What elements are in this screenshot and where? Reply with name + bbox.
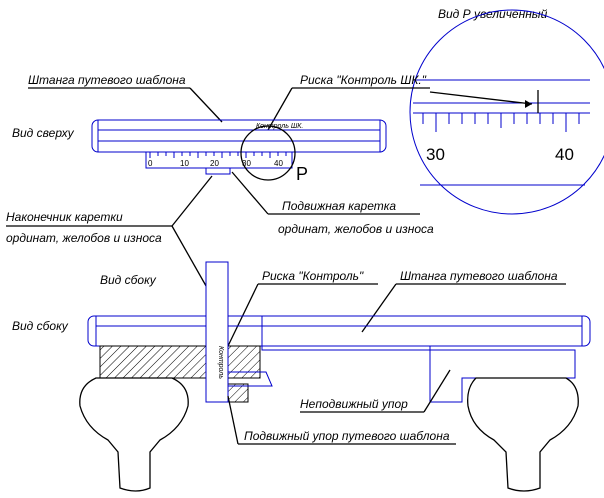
right-rail	[467, 377, 579, 492]
tip-callout: Наконечник каретки ординат, желобов и из…	[6, 175, 215, 301]
scale-tick-10: 10	[180, 159, 189, 168]
scale-tick-0: 0	[148, 159, 153, 168]
rod-side-label: Штанга путевого шаблона	[400, 269, 558, 283]
rod-top-leader	[189, 87, 223, 123]
fixed-stop-leader	[423, 369, 451, 413]
carriage-label-line1: Подвижная каретка	[282, 199, 396, 213]
carriage-label-line2: ординат, желобов и износа	[278, 222, 434, 236]
tip-leader-up	[171, 175, 213, 227]
magnified-leader	[429, 91, 533, 105]
carriage-foot	[227, 371, 273, 387]
scale-tick-20: 20	[210, 159, 219, 168]
carriage-scale-ticks	[149, 152, 287, 158]
mark-control-shk-leader	[267, 87, 293, 131]
rod-mark-text: Контроль ШК.	[256, 123, 303, 130]
magnified-view: Вид Р увеличенный 30 40	[409, 7, 604, 215]
rod-side-leader	[361, 283, 397, 333]
mark-control-label: Риска "Контроль"	[262, 269, 364, 283]
magnified-leader-arrow	[525, 100, 532, 108]
callout-p: Р	[296, 164, 308, 184]
scale-tick-30: 30	[242, 159, 251, 168]
carriage-leader	[231, 171, 269, 215]
magnified-circle	[409, 9, 604, 215]
magnified-tick-40: 40	[555, 145, 574, 164]
hatched-base	[99, 345, 261, 379]
magnified-ticks	[422, 113, 580, 132]
magnified-tick-30: 30	[426, 145, 445, 164]
view-p-magnified-label: Вид Р увеличенный	[438, 7, 548, 21]
vertical-control-text: Контроль	[217, 346, 224, 379]
top-view: Штанга путевого шаблона Риска "Контроль …	[12, 73, 533, 236]
rod-side	[87, 315, 591, 347]
fixed-stop	[261, 346, 576, 403]
rod-top-label: Штанга путевого шаблона	[28, 73, 186, 87]
tip-label-line1: Наконечник каретки	[6, 210, 123, 224]
detail-circle-p	[240, 125, 296, 181]
carriage-tip-top	[205, 167, 231, 175]
carriage-vertical	[205, 261, 229, 403]
view-side-top-label: Вид сбоку	[100, 273, 157, 287]
mark-control-leader	[227, 283, 259, 347]
view-top-label: Вид сверху	[12, 126, 75, 140]
mark-control-shk-label: Риска "Контроль ШК."	[300, 73, 427, 87]
movable-stop-label: Подвижный упор путевого шаблона	[244, 429, 450, 443]
side-view: Вид сбоку Риска "Контроль" Штанга путево…	[12, 261, 591, 492]
left-rail	[79, 377, 189, 492]
fixed-stop-label: Неподвижный упор	[300, 397, 408, 411]
view-side-label: Вид сбоку	[12, 319, 69, 333]
rod-top	[91, 119, 387, 153]
tip-label-line2: ординат, желобов и износа	[6, 231, 162, 245]
scale-tick-40: 40	[274, 159, 283, 168]
movable-stop-leader	[227, 395, 239, 445]
